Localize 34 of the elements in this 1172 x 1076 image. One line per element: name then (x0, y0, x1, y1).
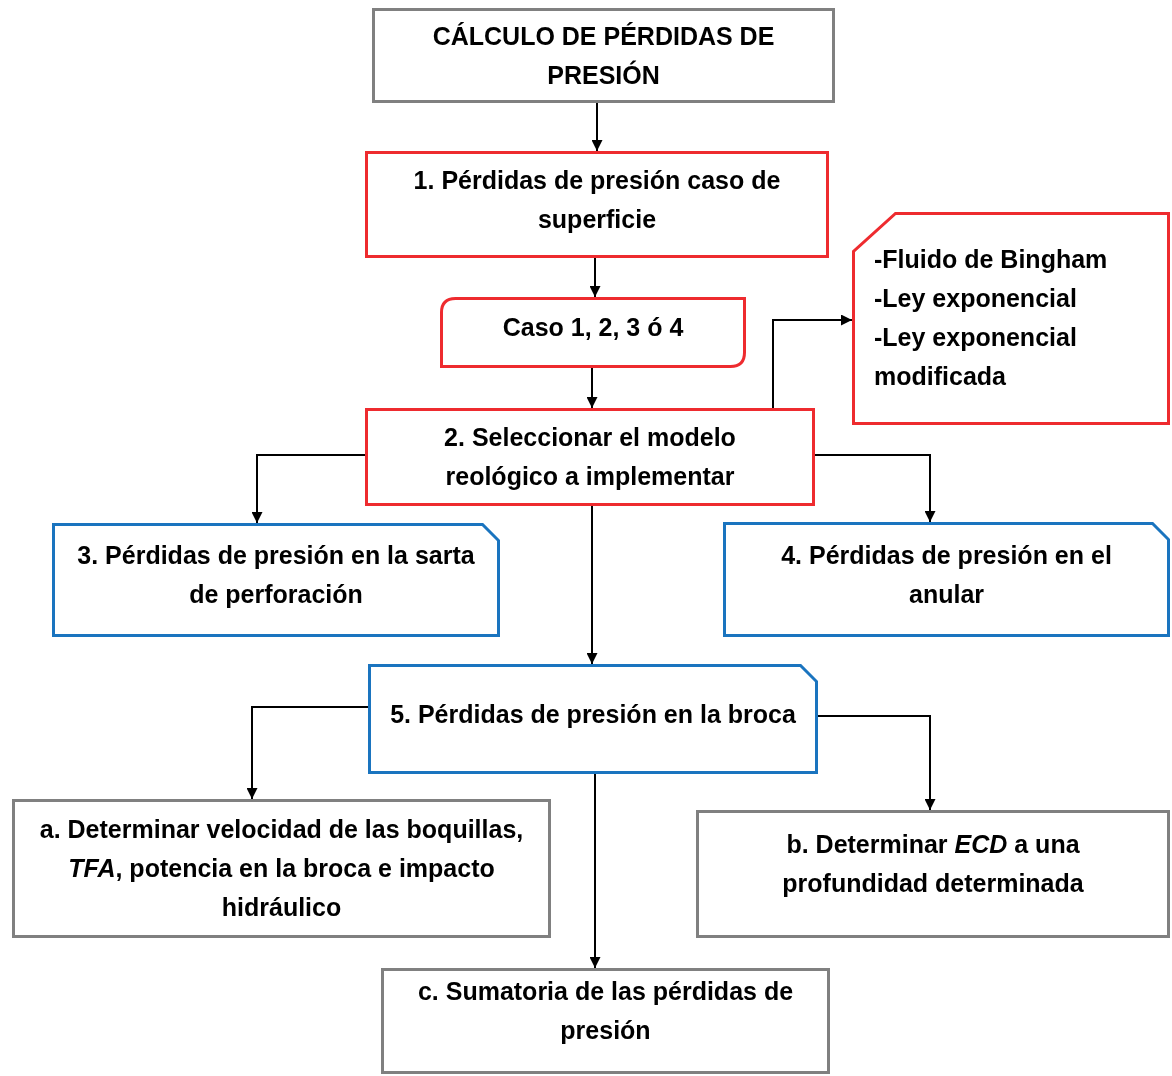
arrow (814, 454, 936, 523)
process-box (723, 522, 1170, 637)
node-text: 3. Pérdidas de presión en la sarta de perforación (76, 540, 476, 610)
node-text: 4. Pérdidas de presión en el anular (780, 539, 1113, 610)
node-text: -Ley exponencial modificada (874, 322, 1078, 392)
arrow (817, 715, 936, 811)
arrow (586, 505, 598, 665)
node-text: Caso 1, 2, 3 ó 4 (502, 312, 684, 343)
process-box (365, 408, 815, 506)
process-box (381, 968, 830, 1074)
process-box (696, 810, 1170, 938)
node-text: 5. Pérdidas de presión en la broca (390, 698, 796, 730)
arrow (246, 706, 369, 800)
process-box (365, 151, 829, 258)
node-text: CÁLCULO DE PÉRDIDAS DE PRESIÓN (431, 20, 776, 91)
process-box (368, 664, 818, 774)
arrow (586, 367, 598, 409)
process-box (52, 523, 500, 637)
node-text: 1. Pérdidas de presión caso de superficie (412, 164, 782, 235)
node-text: b. Determinar ECD a una profundidad determinada (781, 829, 1085, 899)
node-text: 2. Seleccionar el modelo reológico a implementar (443, 422, 737, 492)
node-text: c. Sumatoria de las pérdidas de presión (416, 976, 795, 1046)
arrow (589, 257, 601, 298)
title-box (372, 8, 835, 103)
arrow (591, 102, 603, 152)
node-text: -Fluido de Bingham (874, 244, 1108, 275)
note-box (852, 212, 1170, 425)
arrow (251, 454, 366, 524)
node-text: -Ley exponencial (874, 283, 1077, 314)
arrow (772, 314, 853, 409)
node-text: a. Determinar velocidad de las boquillas, TFA, potencia en la broca e impacto hidráulico (38, 814, 525, 923)
arrow (589, 773, 601, 969)
process-box (440, 297, 746, 368)
process-box (12, 799, 551, 938)
